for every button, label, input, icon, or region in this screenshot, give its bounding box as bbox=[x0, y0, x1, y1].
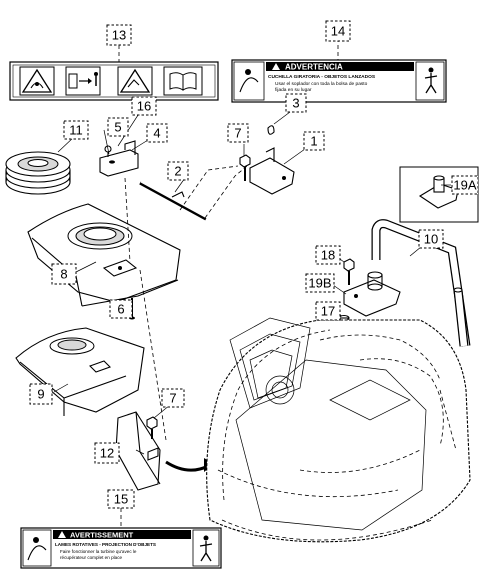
svg-text:12: 12 bbox=[100, 446, 114, 461]
callout-14: 14 bbox=[325, 20, 351, 42]
inset-box-19a bbox=[399, 166, 479, 223]
svg-text:11: 11 bbox=[69, 123, 83, 138]
callout-10: 10 bbox=[418, 229, 444, 249]
svg-text:3: 3 bbox=[292, 96, 299, 111]
mower-deck-body bbox=[206, 317, 471, 543]
rod-part bbox=[139, 181, 208, 221]
spanish-label-line1: CUCHILLA GIRATORIA - OBJETOS LANZADOS bbox=[268, 74, 376, 80]
svg-text:4: 4 bbox=[153, 126, 160, 141]
callout-5: 5 bbox=[107, 117, 129, 137]
svg-text:14: 14 bbox=[331, 24, 345, 39]
french-label-line1: LAMES ROTATIVES - PROJECTION D'OBJETS bbox=[55, 542, 156, 547]
upper-bracket-part bbox=[239, 125, 295, 195]
callout-15: 15 bbox=[107, 489, 135, 509]
callout-11: 11 bbox=[63, 120, 89, 140]
callout-17: 17 bbox=[315, 301, 341, 321]
french-label-line2: Faire fonctionner la turbine qu'avec le bbox=[60, 549, 137, 554]
tube-part bbox=[371, 219, 471, 347]
svg-text:13: 13 bbox=[112, 28, 126, 43]
callout-2: 2 bbox=[167, 161, 189, 181]
callout-16: 16 bbox=[131, 96, 157, 116]
callout-7-lower: 7 bbox=[161, 388, 185, 408]
spanish-label-line3: fijada en su lugar bbox=[275, 87, 312, 93]
svg-text:8: 8 bbox=[60, 267, 67, 282]
callout-4: 4 bbox=[146, 123, 168, 143]
manual-book-icon bbox=[163, 66, 203, 96]
french-label-line3: récupérateur complet en place bbox=[60, 555, 122, 560]
callout-13: 13 bbox=[106, 24, 132, 46]
callout-12: 12 bbox=[94, 442, 120, 464]
lower-shield-part bbox=[15, 327, 145, 416]
svg-text:7: 7 bbox=[169, 391, 176, 406]
callout-19b: 19B bbox=[305, 273, 335, 293]
chute-guard-part bbox=[115, 411, 214, 491]
svg-text:5: 5 bbox=[114, 120, 121, 135]
svg-text:19B: 19B bbox=[308, 276, 331, 291]
svg-text:6: 6 bbox=[117, 302, 124, 317]
callout-8: 8 bbox=[51, 263, 77, 285]
svg-text:16: 16 bbox=[137, 99, 151, 114]
svg-text:18: 18 bbox=[321, 248, 335, 263]
upper-shield-part bbox=[27, 203, 181, 320]
mount-plate-19b bbox=[338, 258, 401, 324]
svg-text:9: 9 bbox=[37, 387, 44, 402]
svg-text:17: 17 bbox=[321, 304, 335, 319]
svg-text:19A: 19A bbox=[453, 178, 476, 193]
callout-18: 18 bbox=[315, 245, 341, 265]
spanish-label-line2: Usar el soplador con toda la bolsa de pa… bbox=[275, 81, 368, 87]
safety-pictogram-label bbox=[9, 61, 219, 101]
svg-text:2: 2 bbox=[174, 164, 181, 179]
spanish-label-title: ADVERTENCIA bbox=[285, 63, 343, 72]
blade-hazard-icon bbox=[19, 66, 55, 96]
callout-7-upper: 7 bbox=[227, 123, 249, 143]
callout-19a: 19A bbox=[451, 175, 479, 195]
callout-6: 6 bbox=[109, 299, 133, 319]
svg-text:15: 15 bbox=[114, 492, 128, 507]
person-distance-icon bbox=[65, 66, 101, 96]
callout-9: 9 bbox=[29, 383, 53, 405]
bracket-assembly bbox=[99, 140, 139, 177]
french-label-title: AVERTISSEMENT bbox=[70, 531, 134, 540]
callout-3: 3 bbox=[285, 93, 307, 113]
svg-text:7: 7 bbox=[234, 126, 241, 141]
svg-text:10: 10 bbox=[424, 232, 438, 247]
warning-triangle-icon bbox=[117, 66, 153, 96]
spanish-warning-label: ADVERTENCIA CUCHILLA GIRATORIA - OBJETOS… bbox=[231, 59, 447, 103]
french-warning-label: AVERTISSEMENT LAMES ROTATIVES - PROJECTI… bbox=[20, 527, 222, 569]
callout-1: 1 bbox=[303, 131, 325, 151]
pulley-part bbox=[5, 151, 71, 195]
svg-text:1: 1 bbox=[310, 134, 317, 149]
